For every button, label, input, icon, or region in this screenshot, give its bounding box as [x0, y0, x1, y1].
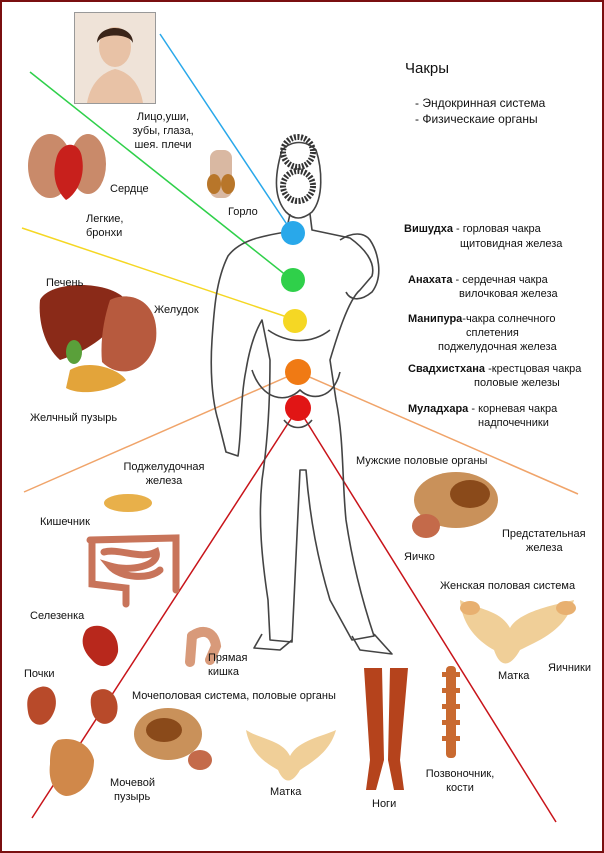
legs-image [364, 668, 408, 790]
chakra-manipura-label: Манипура-чакра солнечного [408, 313, 555, 326]
label-prostate-1: Предстательная [502, 528, 586, 540]
woman-portrait-image [75, 13, 155, 103]
chakra-vishuddha-name: Вишудха [404, 223, 453, 235]
third-eye-ring [280, 168, 316, 204]
chakra-manipura-desc: -чакра солнечного [462, 313, 556, 325]
pancreas-image [104, 494, 152, 512]
face-caption-line-1: Лицо,уши, [136, 111, 190, 123]
chakra-muladhara-name: Муладхара [408, 403, 469, 415]
chakra-svadhisthana-label: Свадхистхана -крестцовая чакра [408, 363, 581, 376]
solar-line [21, 227, 297, 321]
face-photo [74, 12, 156, 104]
thyroid-image [207, 150, 235, 198]
label-prostate-2: железа [526, 542, 563, 554]
chakra-svadhisthana [285, 359, 311, 385]
human-figure [210, 141, 393, 655]
page-title: Чакры [405, 60, 450, 77]
face-caption-line-3: шея. плечи [134, 139, 192, 151]
heart-lungs-image [28, 134, 106, 200]
label-heart: Сердце [110, 183, 149, 195]
label-legs: Ноги [372, 798, 397, 810]
chakra-manipura-gland: поджелудочная железа [438, 341, 557, 353]
label-rectum-2: кишка [208, 666, 239, 678]
label-gallbladder: Желчный пузырь [30, 412, 118, 424]
chakra-vishuddha [281, 221, 305, 245]
label-throat: Горло [228, 206, 258, 218]
root-line-right [297, 407, 557, 823]
label-spine-2: кости [446, 782, 474, 794]
label-spine-1: Позвоночник, [425, 768, 495, 780]
chakra-vishuddha-label: Вишудха - горловая чакра [404, 223, 541, 236]
chakra-anahata-gland: вилочковая железа [459, 288, 558, 300]
heart-line [29, 71, 293, 281]
urogenital-image [134, 708, 212, 770]
chakra-anahata-name: Анахата [408, 274, 453, 286]
label-female-system: Женская половая система [440, 580, 576, 592]
chakra-manipura [283, 309, 307, 333]
label-bladder-1: Мочевой [110, 777, 155, 789]
label-lungs-1: Легкие, [86, 213, 124, 225]
chakra-anahata-desc: - сердечная чакра [452, 274, 548, 286]
chakra-muladhara-desc: - корневая чакра [468, 403, 558, 415]
label-lungs-2: бронхи [86, 227, 123, 239]
label-pancreas-1: Поджелудочная [123, 461, 205, 473]
liver-stomach-image [39, 285, 157, 393]
label-uterus-bottom: Матка [270, 786, 302, 798]
sacral-line-right [297, 371, 579, 495]
subtitle-line-1: - Эндокринная система [415, 96, 546, 110]
crown-ring [280, 134, 316, 170]
label-liver: Печень [46, 277, 84, 289]
sacral-line-left [23, 371, 299, 493]
chakra-manipura-name: Манипура [408, 313, 463, 325]
chakra-muladhara-label: Муладхара - корневая чакра [408, 403, 557, 416]
label-pancreas-2: железа [145, 475, 183, 487]
chakra-muladhara [285, 395, 311, 421]
male-organs-image [412, 472, 498, 538]
label-uterus-right: Матка [498, 670, 530, 682]
female-organs-image [460, 600, 576, 664]
label-spleen: Селезенка [30, 610, 85, 622]
chakra-anahata-label: Анахата - сердечная чакра [408, 274, 548, 287]
label-intestine: Кишечник [40, 516, 90, 528]
label-urogenital: Мочеполовая система, половые органы [132, 690, 336, 702]
subtitle-line-2: - Физическаие органы [415, 112, 538, 126]
spine-image [442, 666, 460, 758]
chakra-anahata [281, 268, 305, 292]
kidneys-image [27, 686, 118, 796]
label-stomach: Желудок [154, 304, 199, 316]
chakra-svadhisthana-desc: -крестцовая чакра [485, 363, 582, 375]
label-bladder-2: пузырь [114, 791, 151, 803]
label-ovaries: Яичники [548, 662, 591, 674]
chakra-vishuddha-desc: - горловая чакра [452, 223, 541, 235]
label-kidneys: Почки [24, 668, 55, 680]
label-rectum-1: Прямая [208, 652, 248, 664]
spleen-image [82, 625, 119, 667]
rectum-image [185, 626, 222, 667]
label-testicle: Яичко [404, 551, 435, 563]
chakra-svadhisthana-name: Свадхистхана [408, 363, 486, 375]
chakra-muladhara-gland: надпочечники [478, 417, 549, 429]
chakra-manipura-line-2: сплетения [466, 327, 519, 339]
chakra-svadhisthana-gland: половые железы [474, 377, 560, 389]
chakra-vishuddha-gland: щитовидная железа [460, 238, 563, 250]
face-caption-line-2: зубы, глаза, [132, 125, 194, 137]
intestine-image [86, 534, 180, 608]
throat-line [159, 33, 293, 233]
uterus-bottom-image [246, 730, 336, 781]
label-male-organs: Мужские половые органы [356, 455, 488, 467]
